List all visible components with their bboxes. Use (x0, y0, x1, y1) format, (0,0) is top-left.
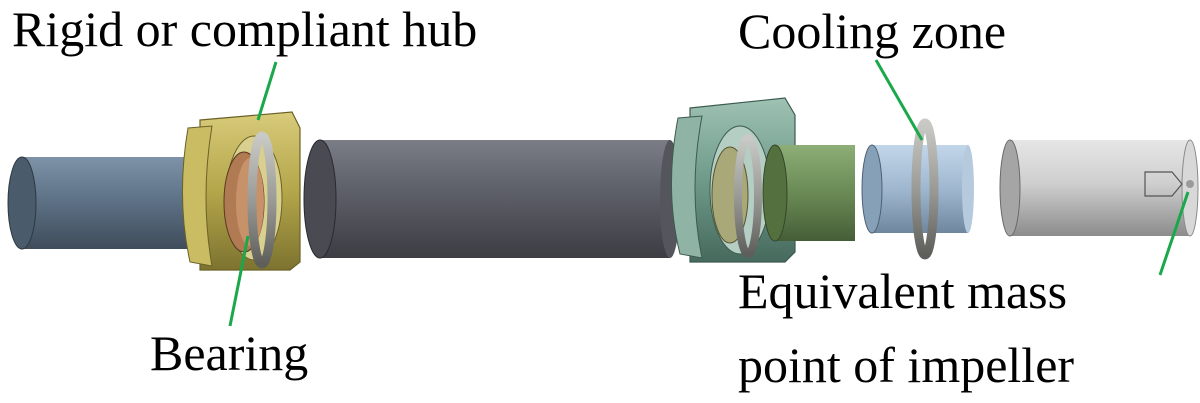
hub-leader-line (256, 61, 278, 121)
impeller-leader-line (1158, 191, 1190, 276)
cooling-zone-label: Cooling zone (738, 3, 1007, 59)
impeller-cylinder (999, 139, 1199, 237)
leader-lines (228, 59, 1190, 327)
bearing-leader-line (228, 235, 250, 327)
cooling-zone-leader-line (874, 59, 924, 141)
equivalent-mass-label-line1: Equivalent mass (738, 263, 1068, 319)
equivalent-mass-label-line2: point of impeller (738, 337, 1075, 393)
cooling-zone-cylinder (861, 118, 974, 260)
bearing-label: Bearing (150, 325, 309, 381)
bearing (223, 131, 277, 269)
middle-shaft (303, 139, 680, 259)
hub-label: Rigid or compliant hub (12, 1, 478, 57)
green-cylinder (762, 144, 855, 242)
